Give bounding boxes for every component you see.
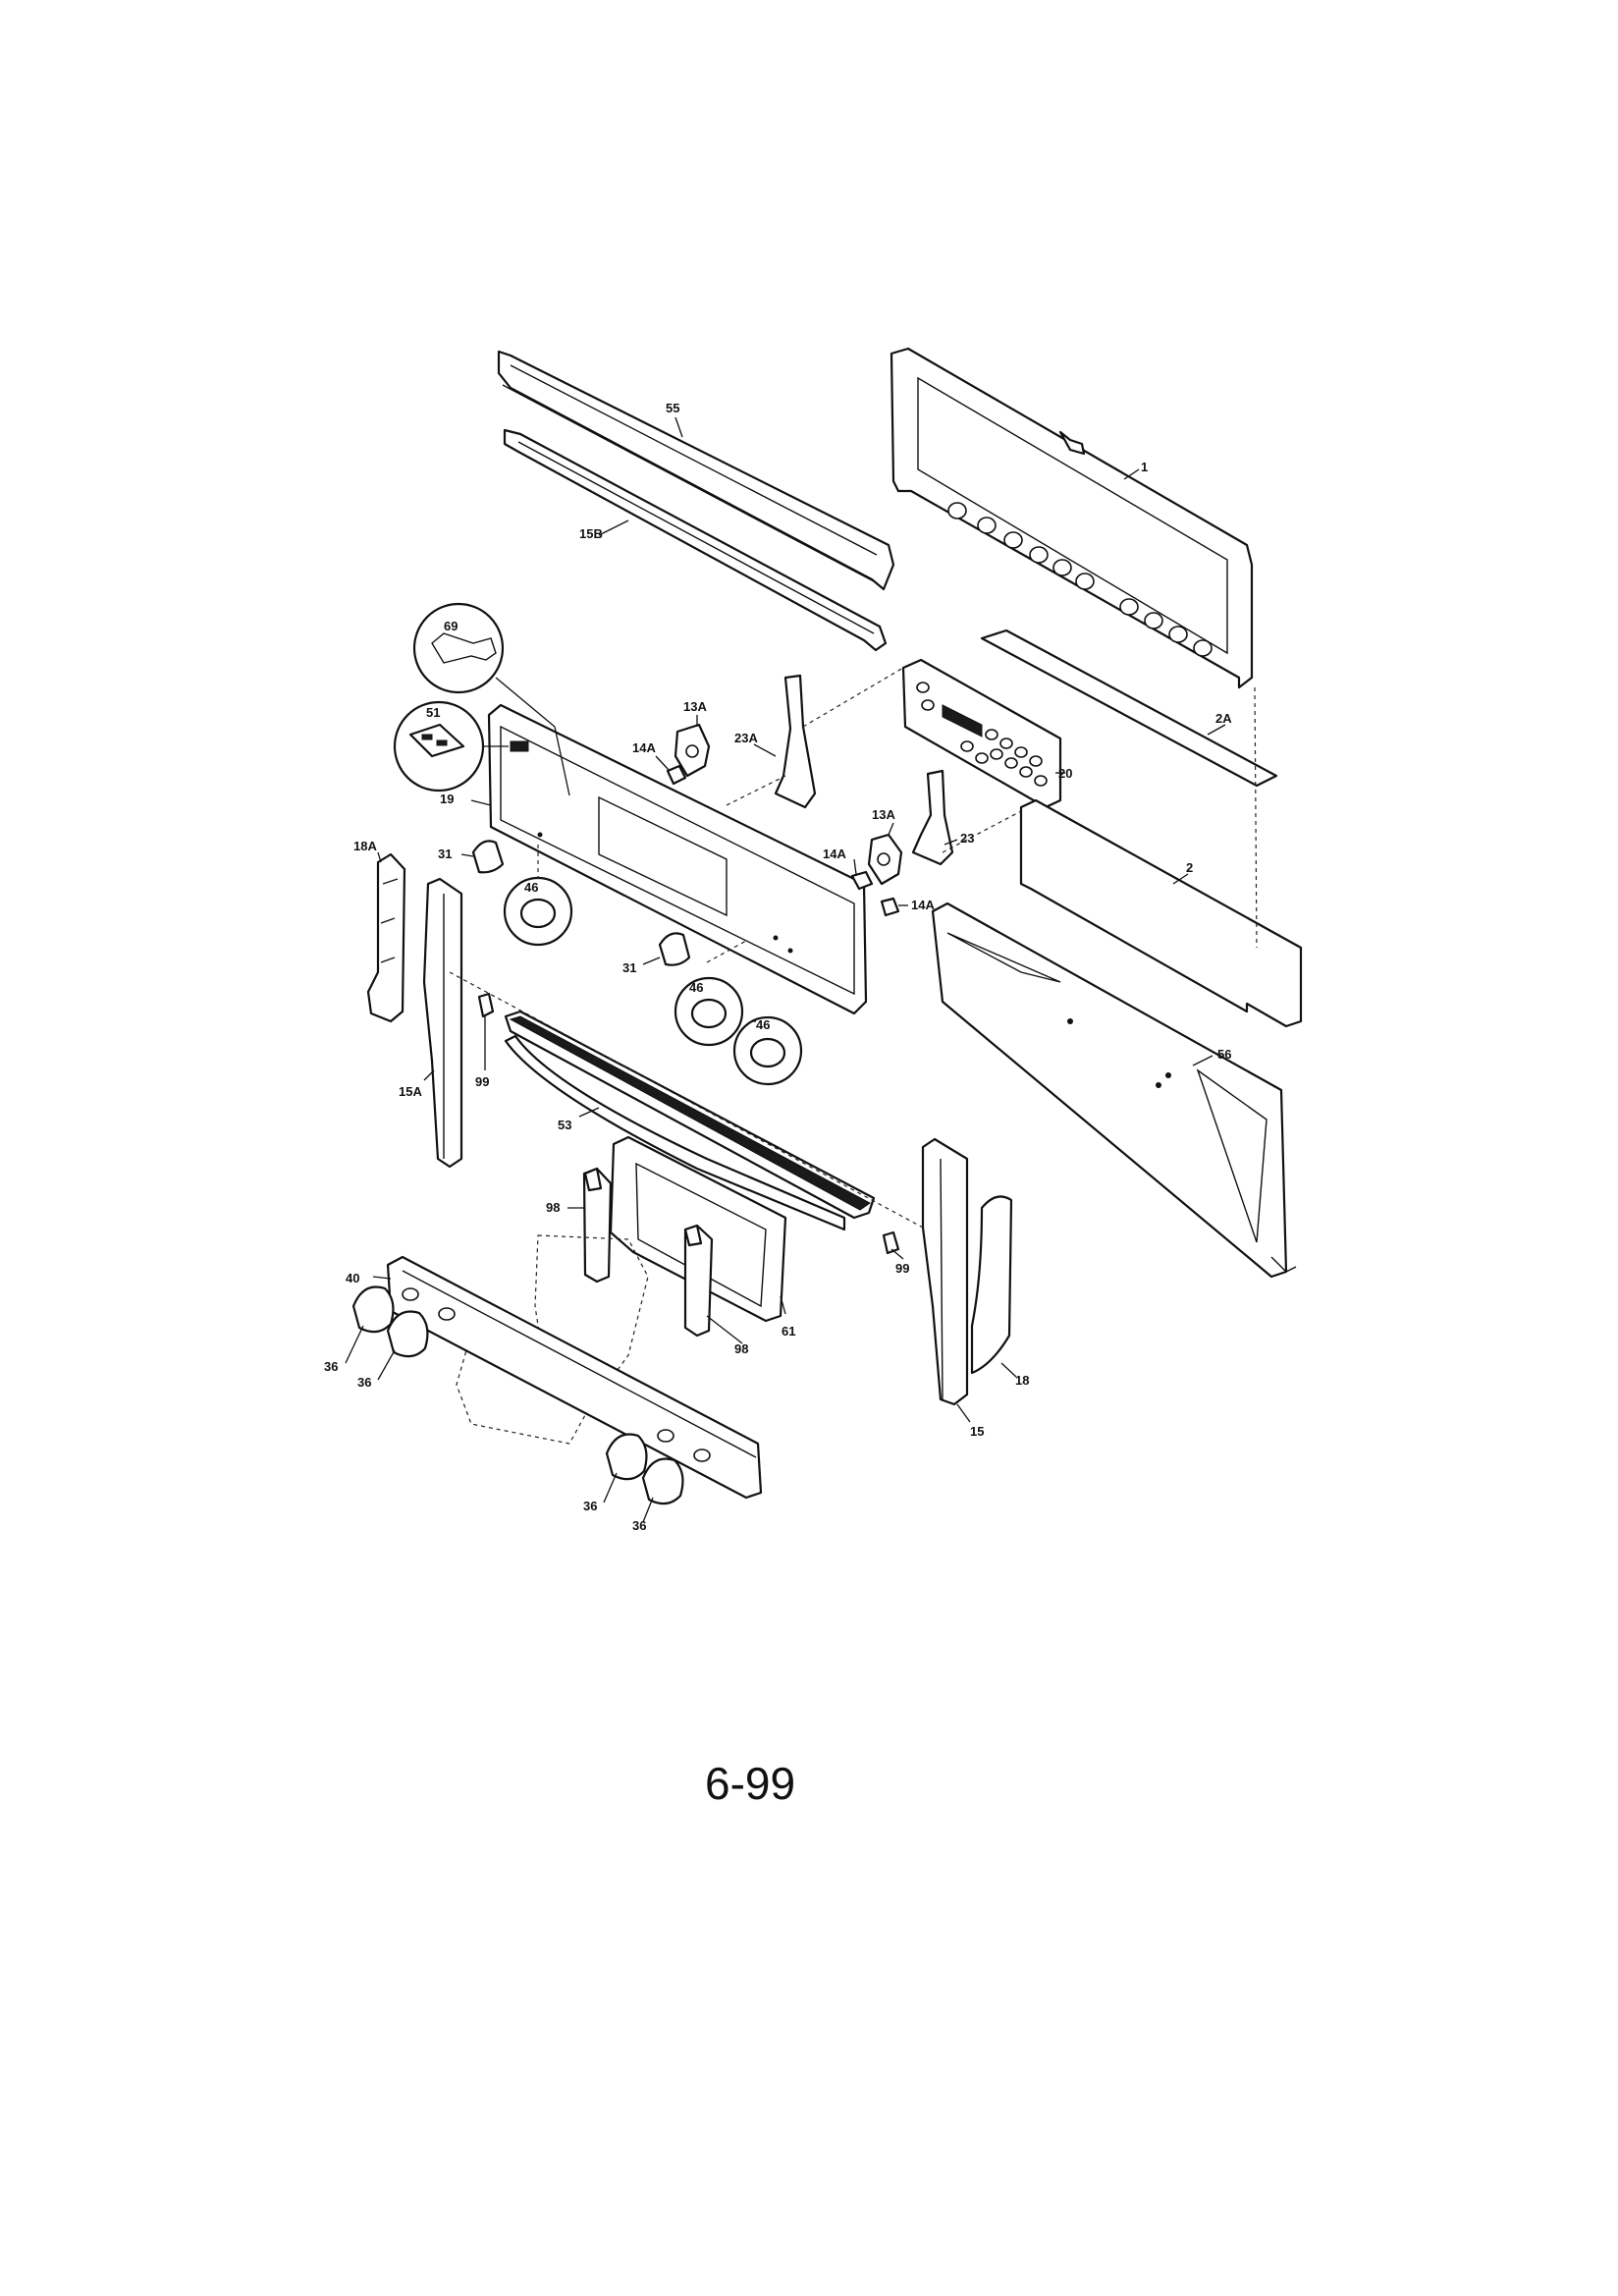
part-46-knob-a: [503, 876, 573, 947]
callout-40: 40: [346, 1271, 359, 1285]
part-69-screw-detail: [412, 602, 570, 796]
part-20-control-board: [901, 658, 1062, 809]
part-2-panel: [1019, 798, 1303, 1028]
callout-46-a: 46: [524, 880, 538, 895]
part-36-knob-a: [351, 1285, 395, 1334]
part-15B-trim: [503, 428, 888, 652]
callout-15A: 15A: [399, 1084, 422, 1099]
callout-51: 51: [426, 705, 440, 720]
part-31-knob-upper: [471, 840, 505, 874]
callout-31-lower: 31: [622, 960, 636, 975]
callout-14A-upper: 14A: [632, 740, 656, 755]
callout-99-left: 99: [475, 1074, 489, 1089]
part-36-knob-c: [605, 1433, 648, 1481]
callout-98-b: 98: [734, 1341, 748, 1356]
control-board-buttons: [916, 682, 1048, 787]
part-46-knob-c: [732, 1015, 803, 1086]
part-36-knob-d: [641, 1457, 684, 1505]
callout-23A: 23A: [734, 731, 758, 745]
part-53-rail: [504, 1010, 876, 1231]
callout-15: 15: [970, 1424, 984, 1439]
insulation-blanket: [456, 1234, 649, 1445]
callout-labels: 55 15B 1 69 51 13A 14A 23A 2A 20 19 18A …: [324, 401, 1232, 1533]
leader-lines: [345, 416, 1226, 1523]
part-18-right-end-cap: [970, 1195, 1013, 1375]
callout-36-d: 36: [632, 1518, 646, 1533]
callout-55: 55: [666, 401, 679, 415]
callout-46-c: 46: [756, 1017, 770, 1032]
callout-2: 2: [1186, 860, 1193, 875]
callout-98-a: 98: [546, 1200, 560, 1215]
back-panel-holes: [947, 502, 1213, 657]
part-1-back-panel: [890, 347, 1254, 689]
part-51-badge-detail: [393, 700, 509, 793]
part-14A-switch-lower-mid: [850, 870, 874, 891]
callout-36-c: 36: [583, 1499, 597, 1513]
callout-1: 1: [1141, 460, 1148, 474]
callout-15B: 15B: [579, 526, 603, 541]
part-56-lower-bracket: [931, 902, 1297, 1279]
callout-31-upper: 31: [438, 847, 452, 861]
assembly-dashed-lines: [449, 667, 1258, 1229]
part-15A-left-bracket: [422, 877, 463, 1169]
callout-99-right: 99: [895, 1261, 909, 1276]
part-19-control-panel: [487, 703, 868, 1015]
callout-61: 61: [782, 1324, 795, 1339]
part-23-bracket: [911, 769, 954, 866]
page-number: 6-99: [705, 1758, 795, 1809]
part-98-bracket-b: [683, 1224, 714, 1338]
callout-18: 18: [1015, 1373, 1029, 1388]
callout-2A: 2A: [1215, 711, 1232, 726]
callout-69: 69: [444, 619, 458, 633]
part-15-right-bracket: [921, 1137, 969, 1406]
part-13A-switch-lower: [867, 833, 903, 886]
callout-13A-lower: 13A: [872, 807, 895, 822]
part-14A-switch-upper: [666, 764, 687, 786]
callout-36-b: 36: [357, 1375, 371, 1390]
part-99-clip-left: [477, 992, 495, 1018]
callout-53: 53: [558, 1118, 571, 1132]
part-31-knob-lower: [658, 932, 691, 966]
part-2A-strip: [980, 629, 1278, 788]
callout-36-a: 36: [324, 1359, 338, 1374]
callout-56: 56: [1217, 1047, 1231, 1062]
callout-46-b: 46: [689, 980, 703, 995]
part-46-knob-b: [674, 976, 744, 1047]
callout-13A-upper: 13A: [683, 699, 707, 714]
callout-23: 23: [960, 831, 974, 846]
part-99-clip-right: [882, 1230, 900, 1255]
callout-18A: 18A: [353, 839, 377, 853]
part-55-top-trim: [497, 350, 895, 591]
part-23A-bracket: [774, 674, 817, 809]
part-36-knob-b: [386, 1310, 429, 1358]
part-98-bracket-a: [582, 1167, 613, 1284]
part-18A-left-end-cap: [366, 852, 406, 1023]
callout-14A-right: 14A: [911, 898, 935, 912]
part-13A-switch-upper: [674, 723, 711, 778]
callout-14A-mid: 14A: [823, 847, 846, 861]
part-14A-switch-lower-right: [880, 897, 900, 917]
callout-20: 20: [1058, 766, 1072, 781]
callout-19: 19: [440, 792, 454, 806]
